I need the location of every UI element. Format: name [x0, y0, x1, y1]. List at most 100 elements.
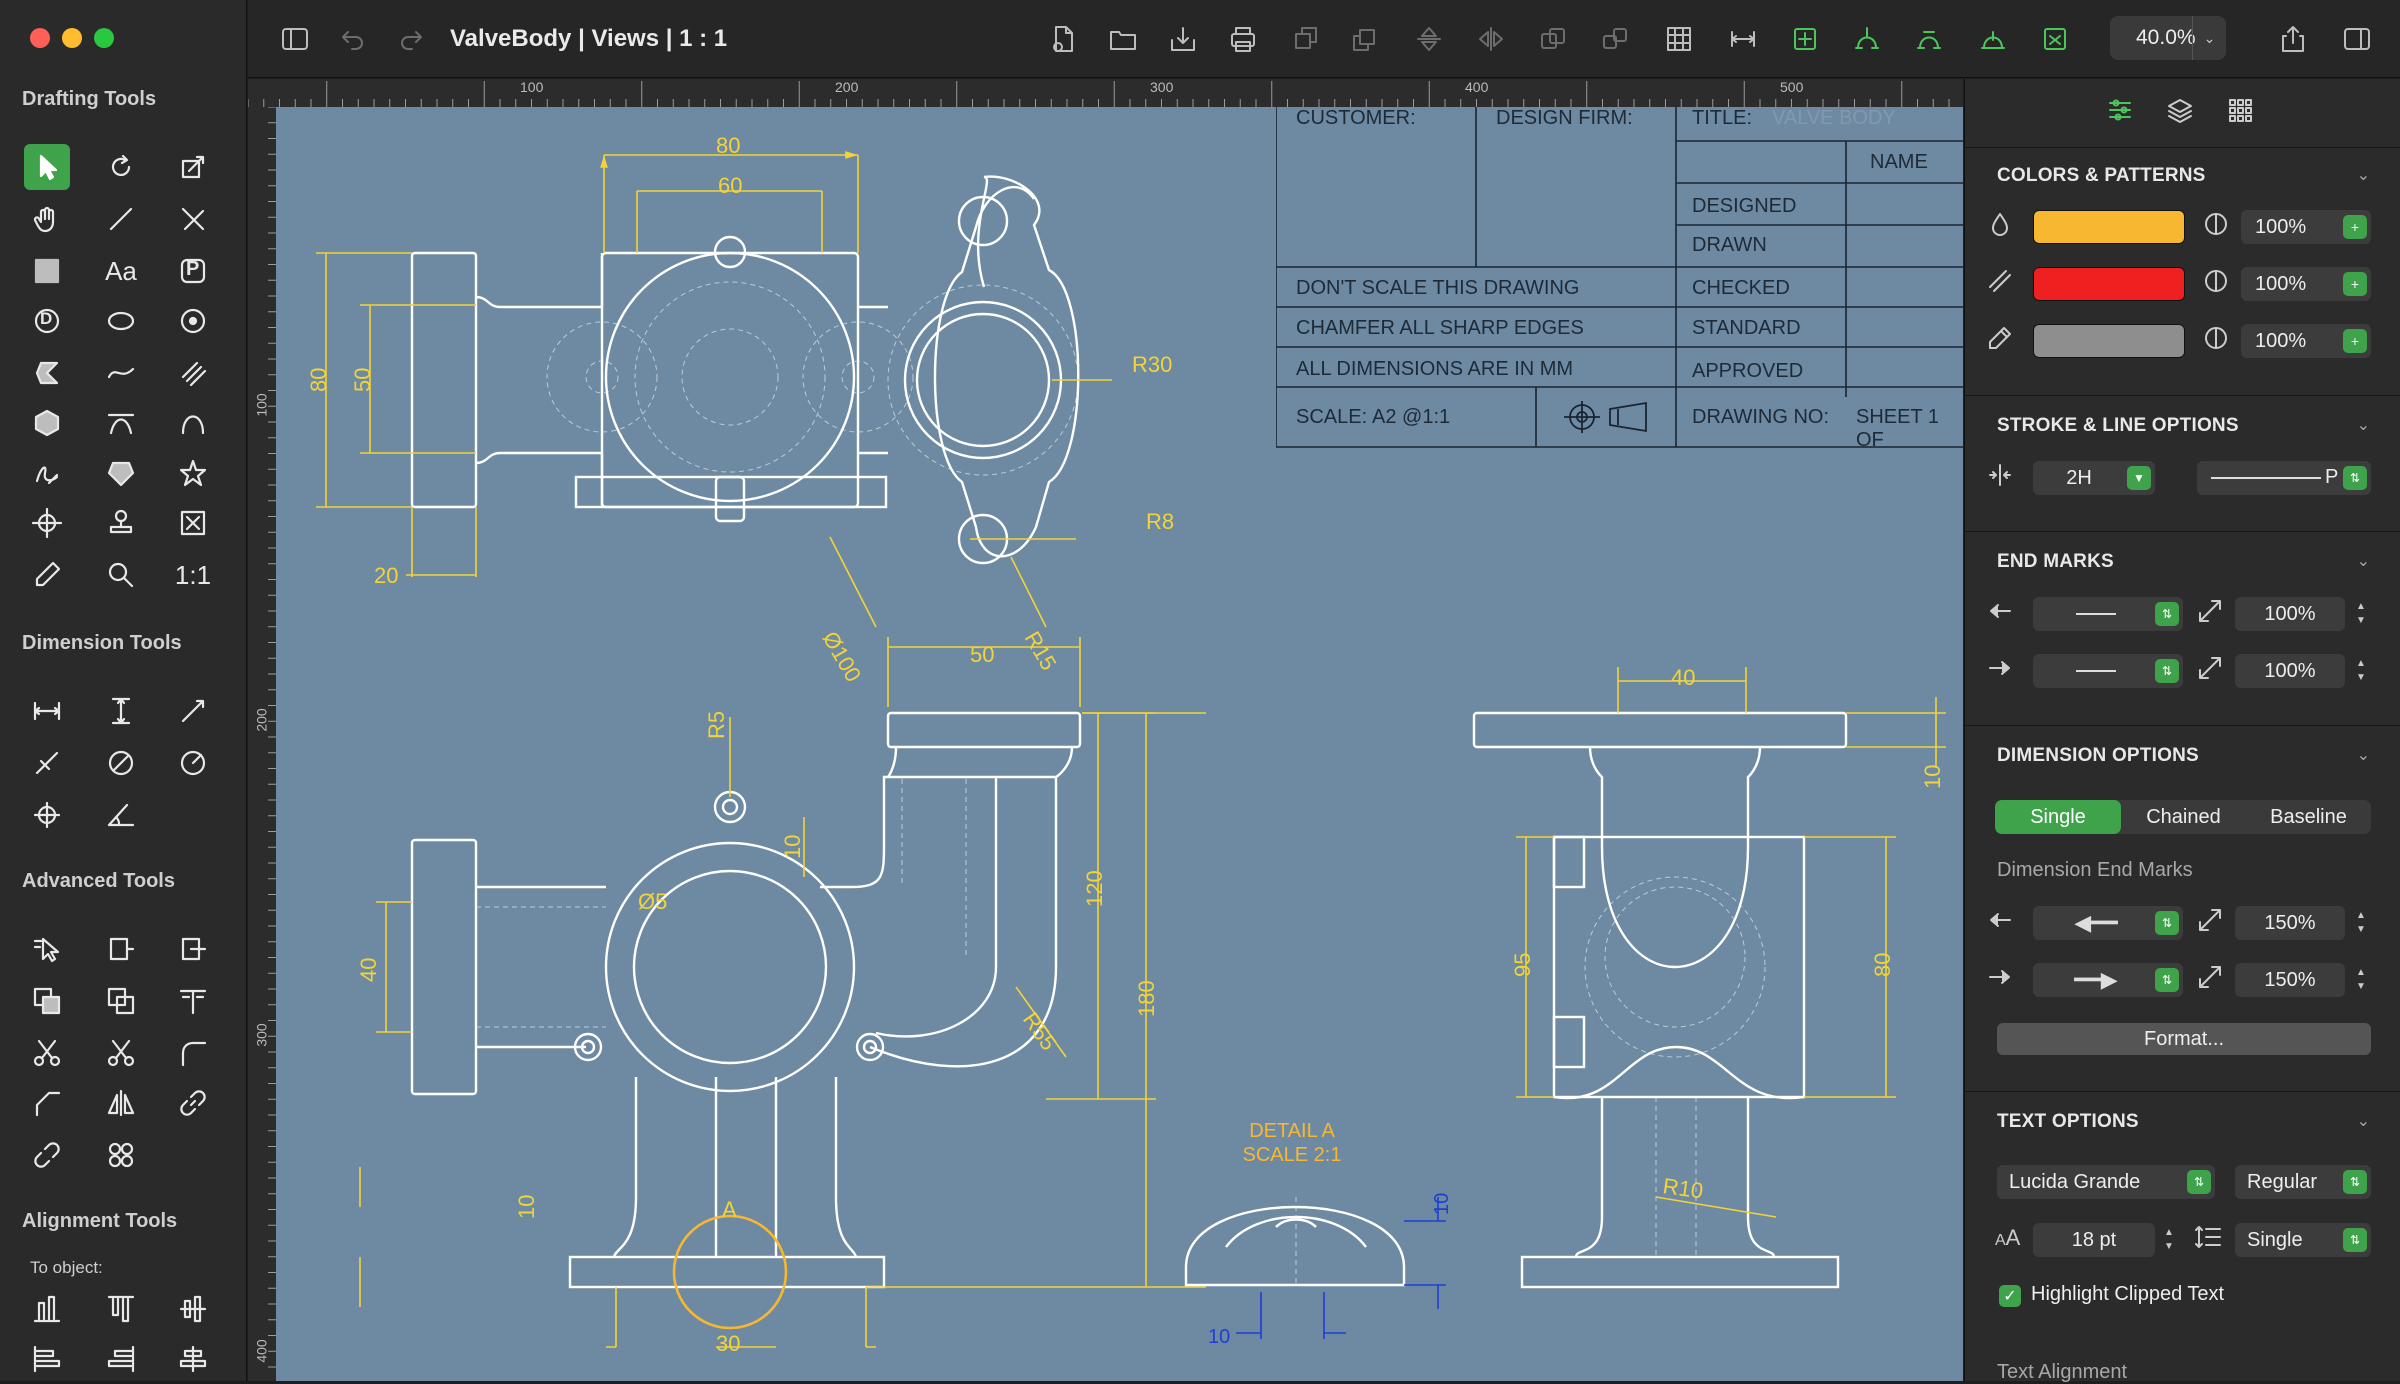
- plus-icon[interactable]: +: [2343, 272, 2367, 296]
- stepper-icon[interactable]: ▲▼: [2164, 1227, 2174, 1252]
- image-frame-tool[interactable]: [170, 500, 216, 546]
- drawing-canvas[interactable]: 80 60 80 50 20 R30 R8 Ø100 R15: [276, 107, 1963, 1381]
- segment-baseline[interactable]: Baseline: [2270, 805, 2347, 828]
- pattern-opacity-field[interactable]: 100%+: [2241, 267, 2371, 301]
- align-left-icon[interactable]: [24, 1336, 70, 1382]
- snap-points-icon[interactable]: [1850, 22, 1884, 56]
- polygon-tool[interactable]: [24, 350, 70, 396]
- sliders-icon[interactable]: [2105, 95, 2135, 125]
- save-icon[interactable]: [1166, 22, 1200, 56]
- stroke-color-swatch[interactable]: [2033, 324, 2185, 358]
- start-mark-scale-field[interactable]: 100%: [2235, 597, 2345, 631]
- stroke-opacity-field[interactable]: 100%+: [2241, 324, 2371, 358]
- chevron-down-icon[interactable]: ⌄: [2356, 747, 2370, 764]
- angular-dimension-tool[interactable]: [24, 740, 70, 786]
- align-right-icon[interactable]: [98, 1336, 144, 1382]
- shape-tool[interactable]: [98, 450, 144, 496]
- chamfer-tool[interactable]: [24, 1080, 70, 1126]
- highlight-clipped-checkbox[interactable]: ✓: [1999, 1285, 2021, 1307]
- curve-tool[interactable]: [98, 350, 144, 396]
- pan-hand-tool[interactable]: [24, 196, 70, 242]
- send-backward-icon[interactable]: [1348, 22, 1382, 56]
- stepper-icon[interactable]: ⇅: [2155, 659, 2179, 683]
- grid-icon[interactable]: [2225, 95, 2255, 125]
- bring-forward-icon[interactable]: [1288, 22, 1322, 56]
- fill-opacity-field[interactable]: 100%+: [2241, 210, 2371, 244]
- point-tool[interactable]: P: [170, 248, 216, 294]
- group-tool[interactable]: [98, 1132, 144, 1178]
- font-size-field[interactable]: 18 pt: [2033, 1223, 2155, 1257]
- stamp-tool[interactable]: [98, 500, 144, 546]
- chevron-down-icon[interactable]: ▼: [2127, 466, 2151, 490]
- export-dxf-icon[interactable]: [2038, 22, 2072, 56]
- stepper-icon[interactable]: ⇅: [2343, 1170, 2367, 1194]
- rotate-tool[interactable]: [98, 144, 144, 190]
- rectangle-tool[interactable]: [24, 248, 70, 294]
- end-mark-scale-field[interactable]: 100%: [2235, 654, 2345, 688]
- print-icon[interactable]: [1226, 22, 1260, 56]
- add-point-tool[interactable]: [98, 926, 144, 972]
- offset-tool[interactable]: [170, 978, 216, 1024]
- align-middle-icon[interactable]: [170, 1286, 216, 1332]
- star-tool[interactable]: [170, 450, 216, 496]
- snap-to-grid-icon[interactable]: [1788, 22, 1822, 56]
- toggle-inspector-icon[interactable]: [2340, 22, 2374, 56]
- toggle-sidebar-icon[interactable]: [278, 22, 312, 56]
- snap-dimension-icon[interactable]: [1726, 22, 1760, 56]
- stepper-icon[interactable]: ⇅: [2187, 1170, 2211, 1194]
- dimension-end-mark-select[interactable]: ━━▶⇅: [2033, 963, 2183, 997]
- chevron-down-icon[interactable]: ⌄: [2356, 417, 2370, 434]
- vertical-ruler[interactable]: 100 200 300 400: [248, 107, 276, 1381]
- center-mark-tool[interactable]: [24, 792, 70, 838]
- end-end-mark-select[interactable]: ⇅: [2033, 654, 2183, 688]
- ungroup-objects-icon[interactable]: [1598, 22, 1632, 56]
- ellipse-tool[interactable]: [98, 298, 144, 344]
- zoom-select[interactable]: 40.0%⌄: [2110, 16, 2226, 60]
- redo-icon[interactable]: [394, 22, 428, 56]
- stepper-icon[interactable]: ⇅: [2343, 1228, 2367, 1252]
- stepper-icon[interactable]: ▲▼: [2356, 601, 2366, 626]
- hexagon-tool[interactable]: [24, 400, 70, 446]
- circle-tool[interactable]: [170, 298, 216, 344]
- trim-tool[interactable]: [170, 196, 216, 242]
- link-tool[interactable]: [170, 1080, 216, 1126]
- align-top-icon[interactable]: [98, 1286, 144, 1332]
- dimension-start-scale-field[interactable]: 150%: [2235, 906, 2345, 940]
- union-tool[interactable]: [24, 978, 70, 1024]
- chevron-down-icon[interactable]: ⌄: [2356, 1113, 2370, 1130]
- text-tool[interactable]: Aa: [98, 248, 144, 294]
- angle-tool[interactable]: [98, 792, 144, 838]
- subtract-tool[interactable]: [98, 978, 144, 1024]
- horizontal-ruler[interactable]: 100 200 300 400 500: [248, 79, 1963, 107]
- undo-icon[interactable]: [336, 22, 370, 56]
- stepper-icon[interactable]: ▲▼: [2356, 910, 2366, 935]
- chevron-down-icon[interactable]: ⌄: [2356, 167, 2370, 184]
- select-arrow-tool[interactable]: [24, 144, 70, 190]
- start-end-mark-select[interactable]: ⇅: [2033, 597, 2183, 631]
- segment-chained[interactable]: Chained: [2146, 805, 2221, 828]
- snap-target-tool[interactable]: [24, 500, 70, 546]
- diameter-tool[interactable]: D: [24, 298, 70, 344]
- segment-single[interactable]: Single: [1995, 800, 2121, 834]
- diameter-dimension-tool[interactable]: [98, 740, 144, 786]
- flip-horizontal-icon[interactable]: [1474, 22, 1508, 56]
- chevron-down-icon[interactable]: ⌄: [2356, 553, 2370, 570]
- vertical-dimension-tool[interactable]: [98, 688, 144, 734]
- layers-icon[interactable]: [2165, 95, 2195, 125]
- line-spacing-select[interactable]: Single⇅: [2235, 1223, 2371, 1257]
- open-folder-icon[interactable]: [1106, 22, 1140, 56]
- close-window-button[interactable]: [30, 28, 50, 48]
- format-button[interactable]: Format...: [1997, 1023, 2371, 1055]
- unlink-tool[interactable]: [24, 1132, 70, 1178]
- flip-vertical-icon[interactable]: [1412, 22, 1446, 56]
- freehand-tool[interactable]: [24, 450, 70, 496]
- detail-a-callout[interactable]: [672, 1214, 788, 1330]
- hatch-tool[interactable]: [170, 350, 216, 396]
- actual-scale-tool[interactable]: 1:1: [170, 552, 216, 598]
- cut-scissors-tool[interactable]: [24, 1030, 70, 1076]
- bezier-tool[interactable]: [98, 400, 144, 446]
- split-scissors-tool[interactable]: [98, 1030, 144, 1076]
- horizontal-dimension-tool[interactable]: [24, 688, 70, 734]
- eyedropper-tool[interactable]: [24, 552, 70, 598]
- extend-tool[interactable]: [170, 926, 216, 972]
